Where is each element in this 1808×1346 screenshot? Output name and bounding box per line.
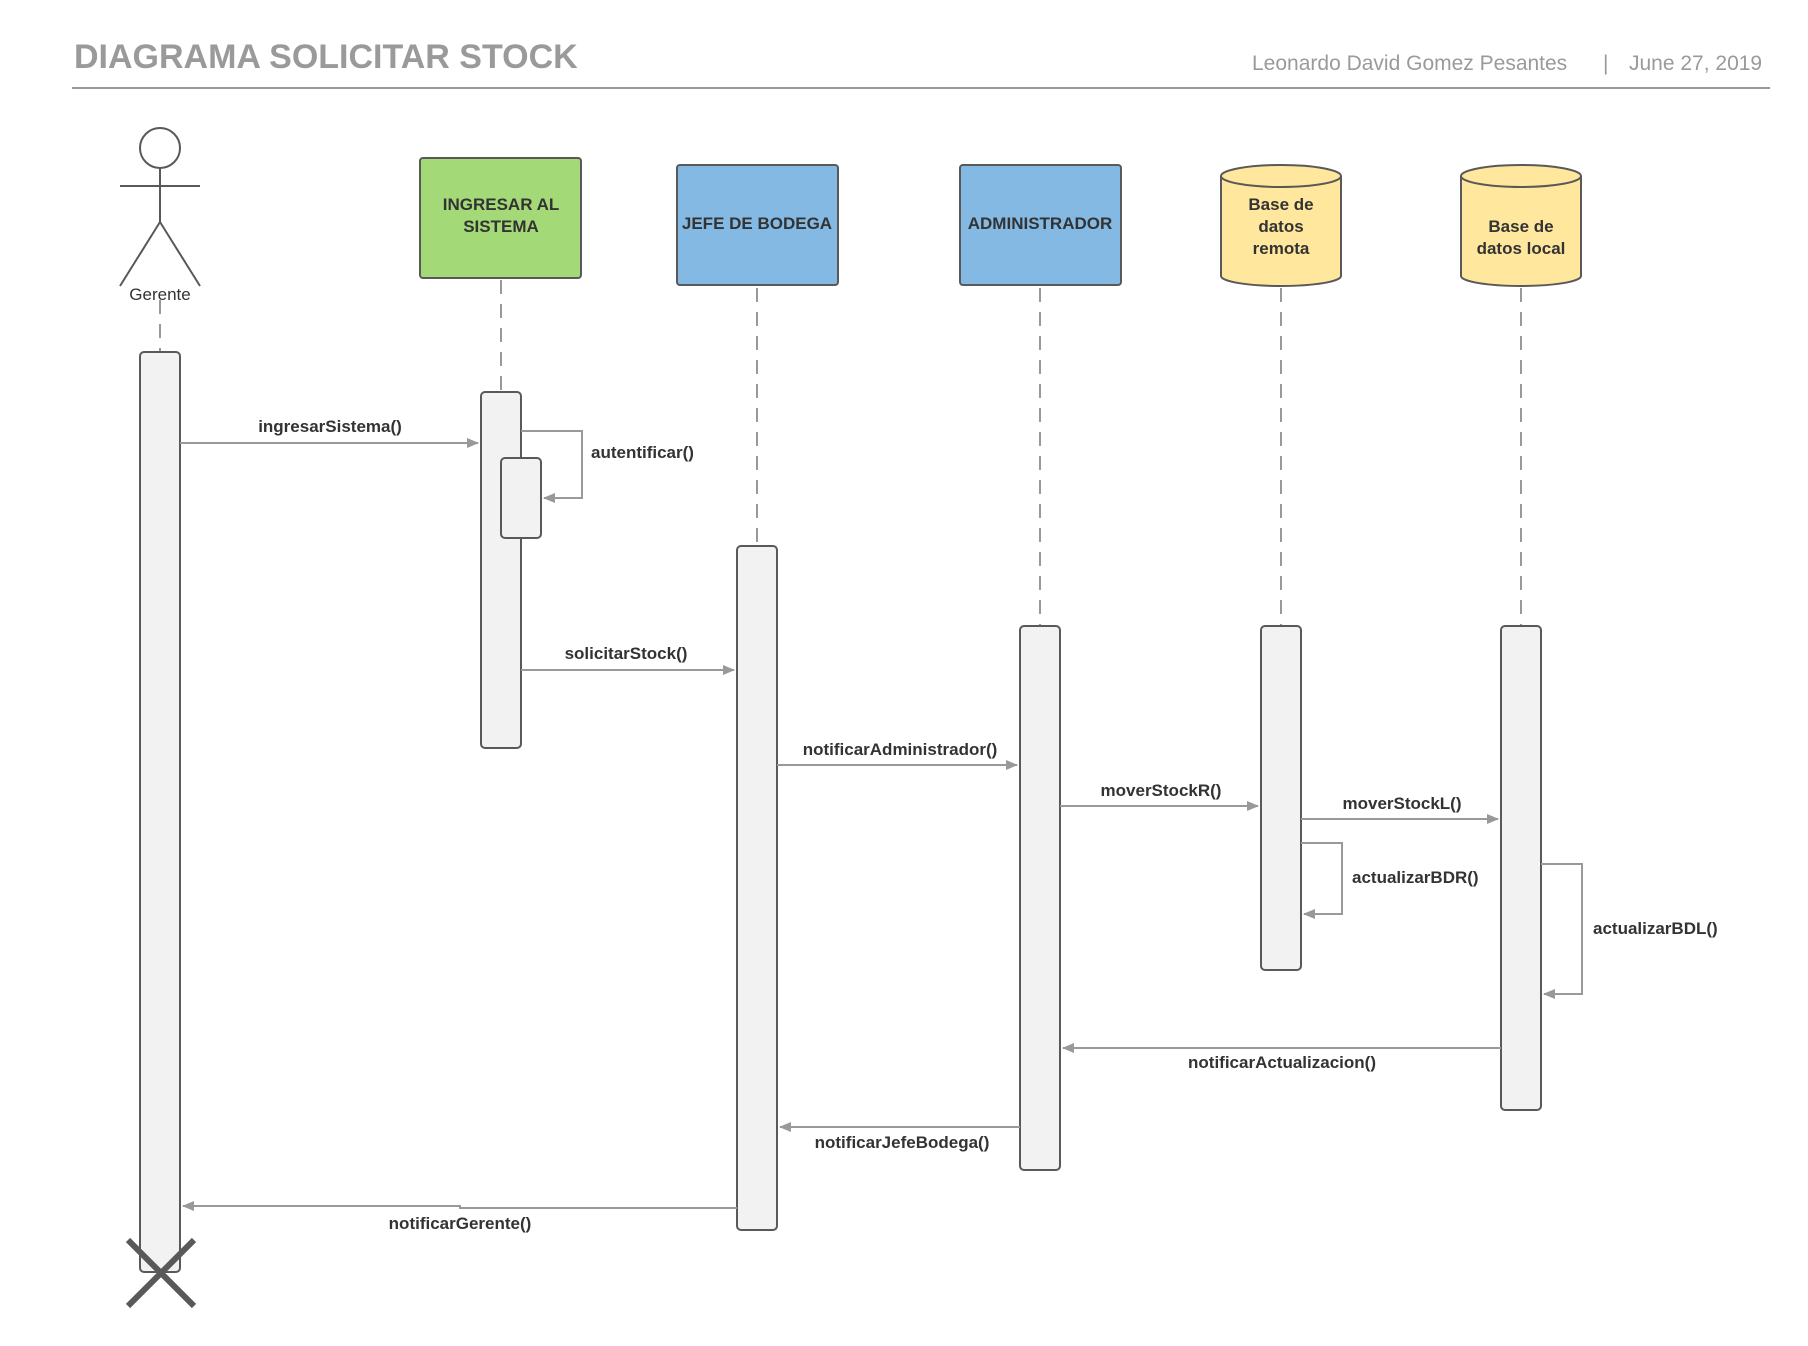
actor-gerente	[119, 127, 201, 287]
activation-bars	[139, 351, 1542, 1273]
database-remota-line2: datos	[1258, 217, 1303, 236]
messages	[180, 430, 1583, 1211]
message-autentificar-arrow	[521, 430, 583, 503]
database-local-icon: Base de datos local	[1460, 164, 1582, 287]
activation-ingresar	[480, 391, 522, 749]
message-moverStockR-label: moverStockR()	[1101, 781, 1222, 800]
participant-ingresar-line1: INGRESAR AL	[443, 195, 560, 214]
message-solicitarStock-label: solicitarStock()	[565, 644, 688, 663]
participant-jefe: JEFE DE BODEGA	[676, 164, 839, 286]
message-notificarAdministrador-label: notificarAdministrador()	[803, 740, 998, 759]
message-autentificar-label: autentificar()	[591, 443, 694, 462]
author-name: Leonardo David Gomez Pesantes	[1252, 52, 1567, 75]
actor-head-icon	[139, 127, 181, 169]
message-actualizarBDL-label: actualizarBDL()	[1593, 919, 1718, 938]
actor-label: Gerente	[129, 285, 190, 304]
activation-jefe	[736, 545, 778, 1231]
database-remota-line3: remota	[1253, 239, 1310, 258]
database-local-line2: datos local	[1477, 239, 1566, 258]
activation-bdl	[1500, 625, 1542, 1111]
participant-ingresar-line2: SISTEMA	[463, 217, 539, 236]
message-notificarGerente-label: notificarGerente()	[389, 1214, 532, 1233]
database-local-line1: Base de	[1488, 217, 1553, 236]
message-notificarJefeBodega-label: notificarJefeBodega()	[815, 1133, 990, 1152]
activation-ingresar-nested	[500, 457, 542, 539]
participant-jefe-label: JEFE DE BODEGA	[682, 214, 832, 233]
message-ingresarSistema-label: ingresarSistema()	[258, 417, 402, 436]
database-remota-icon: Base de datos remota	[1220, 164, 1342, 287]
message-actualizarBDL-arrow	[1541, 863, 1583, 999]
activation-bdr	[1260, 625, 1302, 971]
lifelines	[159, 280, 1522, 626]
message-actualizarBDR-label: actualizarBDR()	[1352, 868, 1479, 887]
message-actualizarBDR-arrow	[1301, 842, 1343, 919]
participant-ingresar: INGRESAR AL SISTEMA	[419, 157, 582, 279]
diagram-date: June 27, 2019	[1629, 52, 1762, 75]
message-moverStockL-label: moverStockL()	[1342, 794, 1461, 813]
participant-admin-label: ADMINISTRADOR	[968, 214, 1113, 233]
header-separator: |	[1603, 52, 1608, 75]
diagram-title: DIAGRAMA SOLICITAR STOCK	[74, 38, 578, 76]
destroy-x-icon	[125, 1237, 197, 1309]
message-notificarActualizacion-label: notificarActualizacion()	[1188, 1053, 1376, 1072]
message-notificarGerente-arrow	[182, 1201, 737, 1211]
activation-gerente	[139, 351, 181, 1273]
database-remota-line1: Base de	[1248, 195, 1313, 214]
participant-admin: ADMINISTRADOR	[959, 164, 1122, 286]
activation-admin	[1019, 625, 1061, 1171]
message-labels: ingresarSistema() autentificar() solicit…	[258, 417, 1718, 1233]
